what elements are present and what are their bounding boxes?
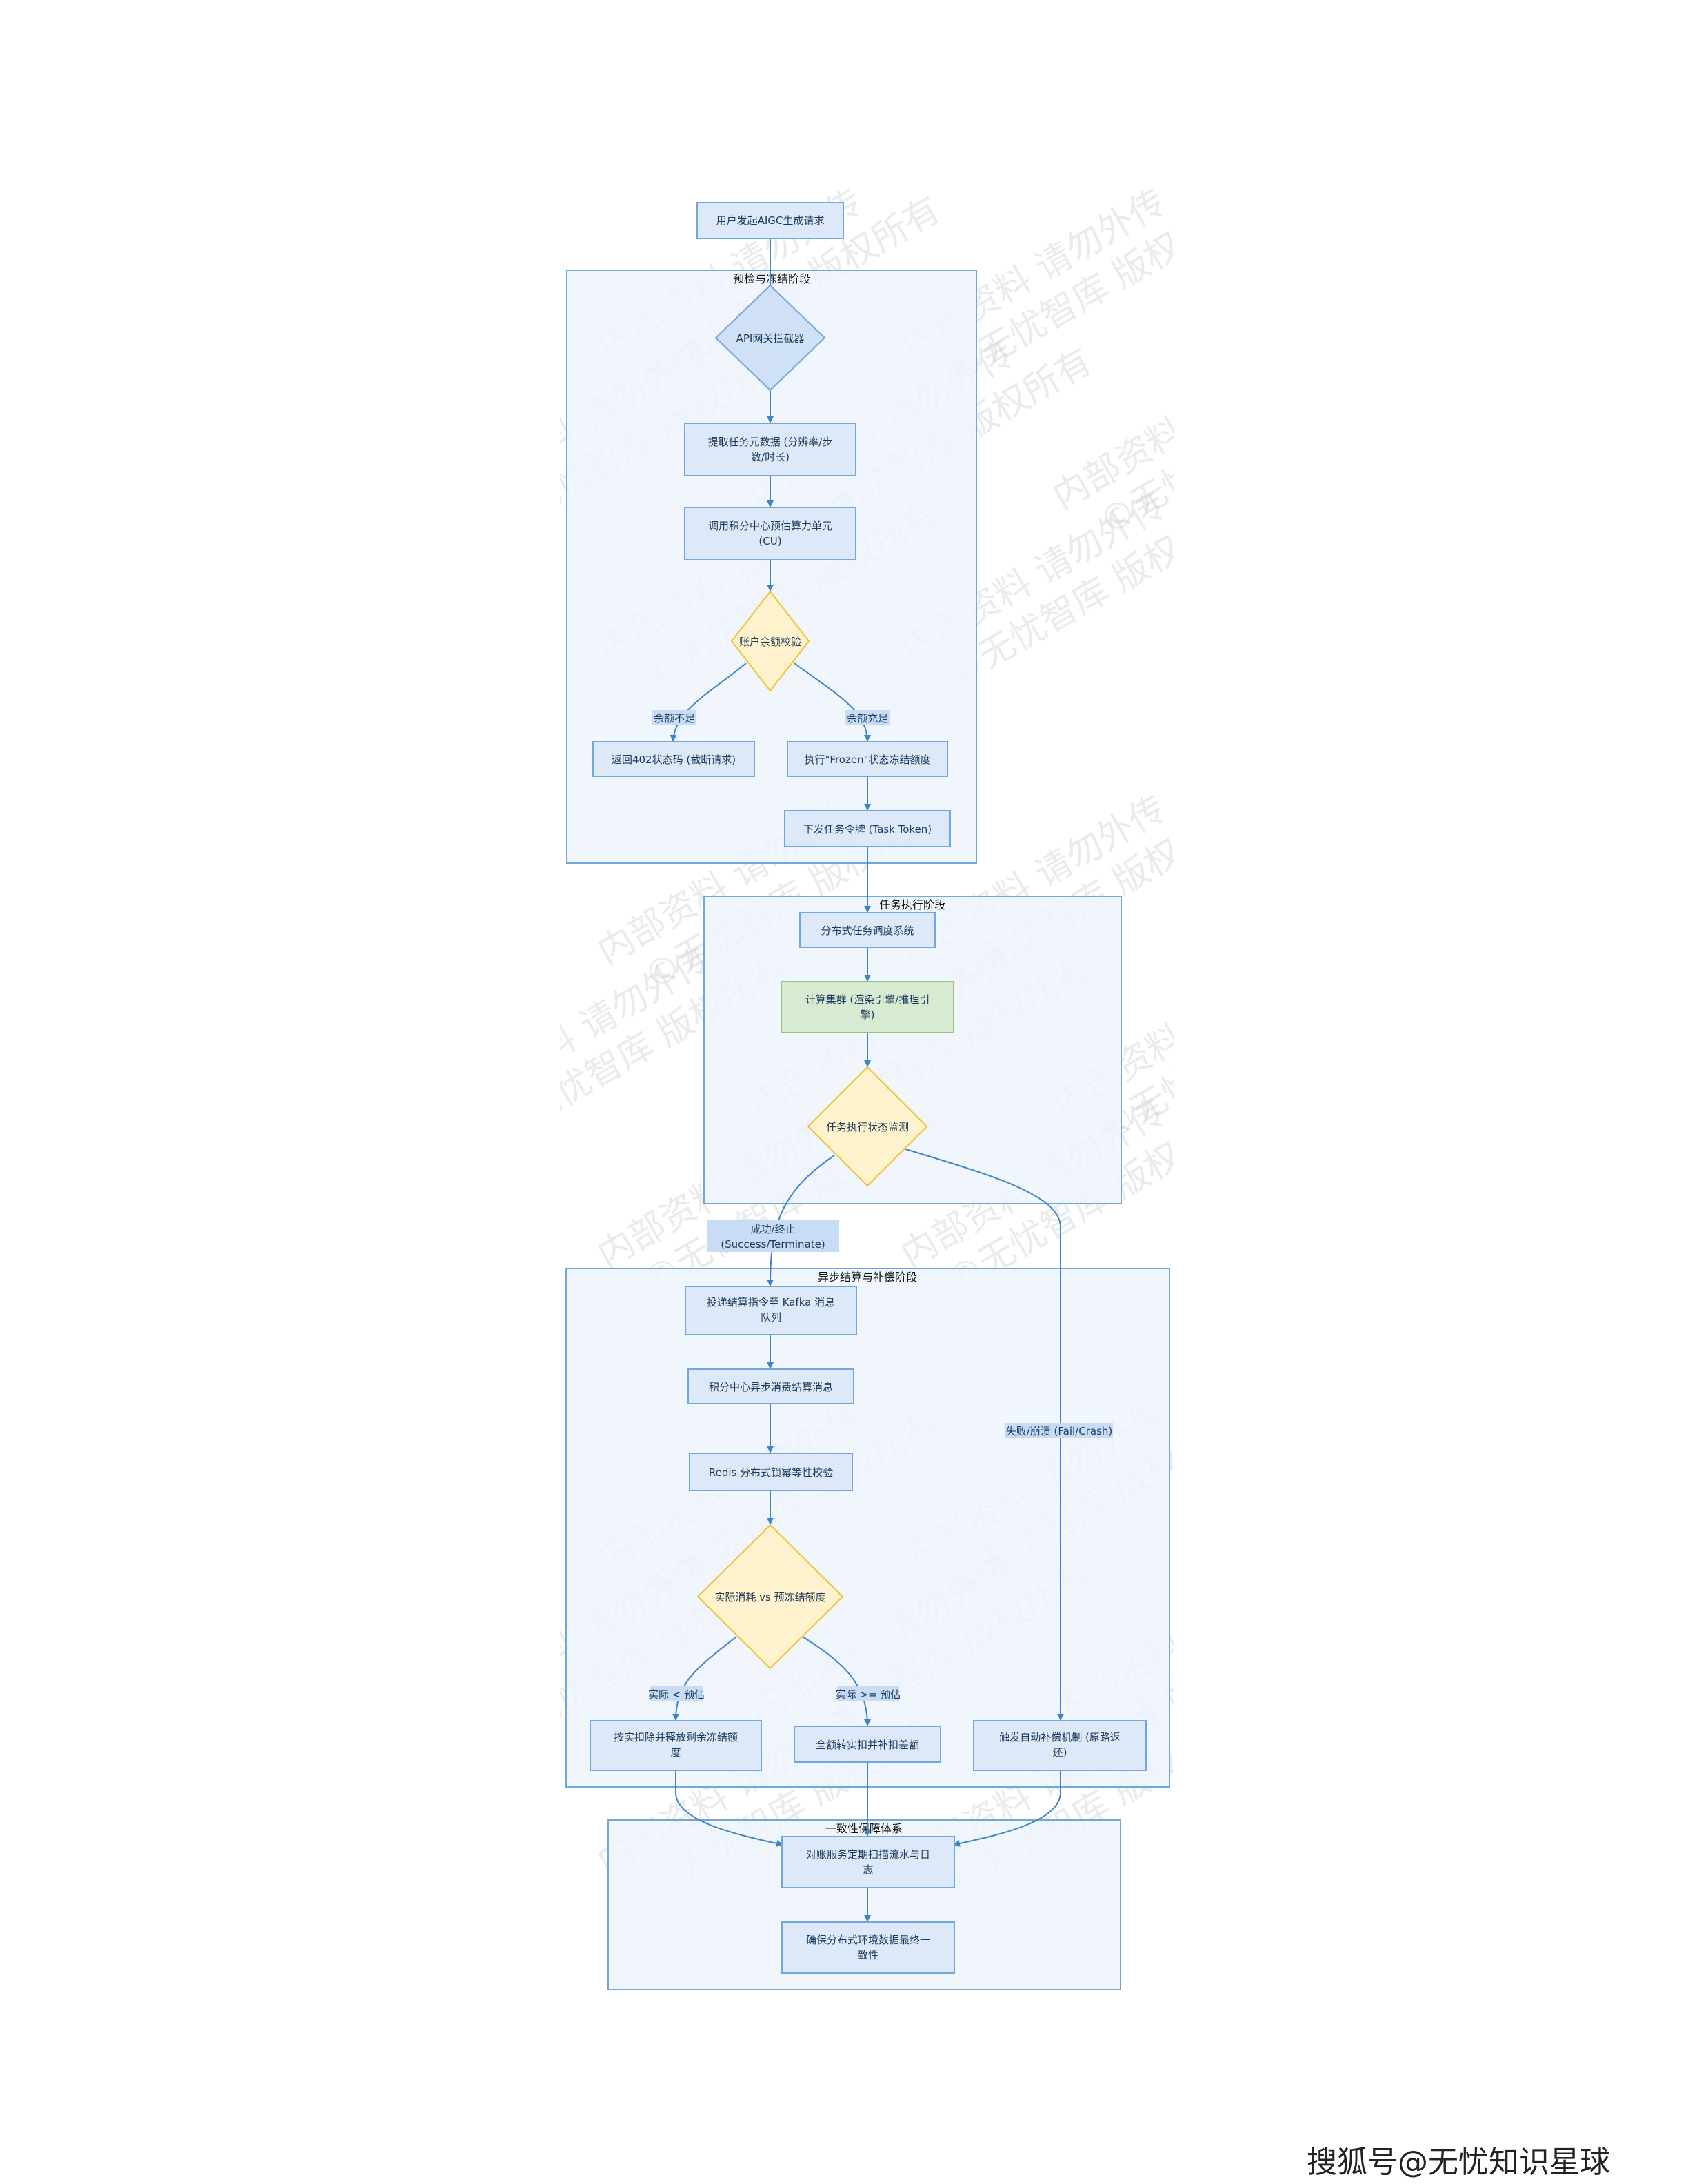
node-estimate-label-1: 调用积分中心预估算力单元 <box>708 520 832 532</box>
edge-label-sufficient: 余额充足 <box>847 712 888 725</box>
edge-balance-freeze <box>794 663 871 742</box>
node-ensure-label-2: 致性 <box>858 1949 878 1961</box>
node-kafka-label-1: 投递结算指令至 Kafka 消息 <box>707 1296 835 1308</box>
node-reject-402[interactable]: 返回402状态码 (截断请求) <box>592 741 755 777</box>
node-token-label: 下发任务令牌 (Task Token) <box>803 823 932 836</box>
node-reject-label: 返回402状态码 (截断请求) <box>612 754 736 766</box>
node-redis-lock[interactable]: Redis 分布式锁幂等性校验 <box>689 1453 853 1491</box>
edge-monitor-kafka <box>767 1155 835 1287</box>
node-topup-label: 全额转实扣并补扣差额 <box>816 1739 919 1751</box>
node-extract-label-1: 提取任务元数据 (分辨率/步 <box>708 436 833 448</box>
node-scheduler-label: 分布式任务调度系统 <box>821 924 914 937</box>
node-compensate-label-1: 触发自动补偿机制 (原路返 <box>999 1731 1121 1743</box>
edge-compensate-reconcile <box>952 1770 1061 1847</box>
edge-compare-topup <box>802 1636 871 1727</box>
footer-credit: 搜狐号@无忧知识星球 <box>1307 2145 1610 2180</box>
node-topup[interactable]: 全额转实扣并补扣差额 <box>794 1726 941 1763</box>
edge-label-success-line2: (Success/Terminate) <box>721 1238 825 1251</box>
node-scheduler[interactable]: 分布式任务调度系统 <box>799 912 936 948</box>
edge-label-insufficient: 余额不足 <box>654 712 695 725</box>
node-freeze-label: 执行"Frozen"状态冻结额度 <box>805 754 931 766</box>
node-balance-label: 账户余额校验 <box>739 636 801 648</box>
edge-label-geq: 实际 >= 预估 <box>836 1688 901 1701</box>
node-cluster-label-2: 擎) <box>861 1009 875 1021</box>
node-release-label-2: 度 <box>670 1746 681 1759</box>
node-kafka-label-2: 队列 <box>761 1311 781 1324</box>
node-compare-decision[interactable]: 实际消耗 vs 预冻结额度 <box>696 1524 844 1670</box>
node-cluster-label-1: 计算集群 (渲染引擎/推理引 <box>805 993 930 1006</box>
node-estimate-cu[interactable]: 调用积分中心预估算力单元 (CU) <box>684 507 856 560</box>
node-freeze[interactable]: 执行"Frozen"状态冻结额度 <box>787 741 948 777</box>
phase-precheck-title: 预检与冻结阶段 <box>733 272 810 285</box>
node-ensure-consistency[interactable]: 确保分布式环境数据最终一 致性 <box>781 1921 955 1974</box>
edge-monitor-compensate <box>898 1146 1064 1721</box>
node-reconcile-label-2: 志 <box>863 1863 873 1876</box>
node-compare-label: 实际消耗 vs 预冻结额度 <box>714 1591 825 1604</box>
phase-settlement-title: 异步结算与补偿阶段 <box>818 1271 917 1284</box>
node-gateway-label: API网关拦截器 <box>736 332 805 345</box>
node-kafka[interactable]: 投递结算指令至 Kafka 消息 队列 <box>685 1286 857 1335</box>
node-gateway-decision[interactable]: API网关拦截器 <box>714 284 826 392</box>
node-release[interactable]: 按实扣除并释放剩余冻结额 度 <box>590 1720 762 1771</box>
node-reconcile[interactable]: 对账服务定期扫描流水与日 志 <box>781 1836 955 1888</box>
edge-label-failure: 失败/崩溃 (Fail/Crash) <box>1006 1425 1113 1437</box>
node-extract-metadata[interactable]: 提取任务元数据 (分辨率/步 数/时长) <box>684 423 856 476</box>
node-reconcile-label-1: 对账服务定期扫描流水与日 <box>806 1848 930 1861</box>
node-consume[interactable]: 积分中心异步消费结算消息 <box>687 1368 854 1404</box>
edge-label-success-line1: 成功/终止 <box>750 1223 795 1235</box>
edge-label-less: 实际 < 预估 <box>648 1688 705 1701</box>
node-estimate-label-2: (CU) <box>758 535 781 547</box>
edge-release-reconcile <box>675 1770 784 1847</box>
edge-compare-release <box>672 1636 737 1721</box>
phase-consistency-title: 一致性保障体系 <box>825 1822 903 1835</box>
node-redis-label: Redis 分布式锁幂等性校验 <box>709 1466 833 1479</box>
node-monitor-label: 任务执行状态监测 <box>826 1121 909 1133</box>
node-task-token[interactable]: 下发任务令牌 (Task Token) <box>784 810 951 847</box>
node-compensate-label-2: 还) <box>1053 1746 1067 1759</box>
node-monitor-decision[interactable]: 任务执行状态监测 <box>807 1066 928 1187</box>
edge-balance-reject <box>670 663 747 742</box>
node-extract-label-2: 数/时长) <box>751 451 790 463</box>
node-start-label: 用户发起AIGC生成请求 <box>716 214 825 227</box>
phase-execution-title: 任务执行阶段 <box>879 898 945 911</box>
node-compute-cluster[interactable]: 计算集群 (渲染引擎/推理引 擎) <box>781 981 954 1033</box>
node-release-label-1: 按实扣除并释放剩余冻结额 <box>614 1731 738 1743</box>
node-ensure-label-1: 确保分布式环境数据最终一 <box>806 1934 930 1946</box>
phase-settlement-container <box>565 1268 1170 1788</box>
node-balance-decision[interactable]: 账户余额校验 <box>730 590 810 692</box>
node-compensate[interactable]: 触发自动补偿机制 (原路返 还) <box>973 1720 1147 1771</box>
node-start[interactable]: 用户发起AIGC生成请求 <box>696 202 844 239</box>
node-consume-label: 积分中心异步消费结算消息 <box>709 1381 833 1393</box>
